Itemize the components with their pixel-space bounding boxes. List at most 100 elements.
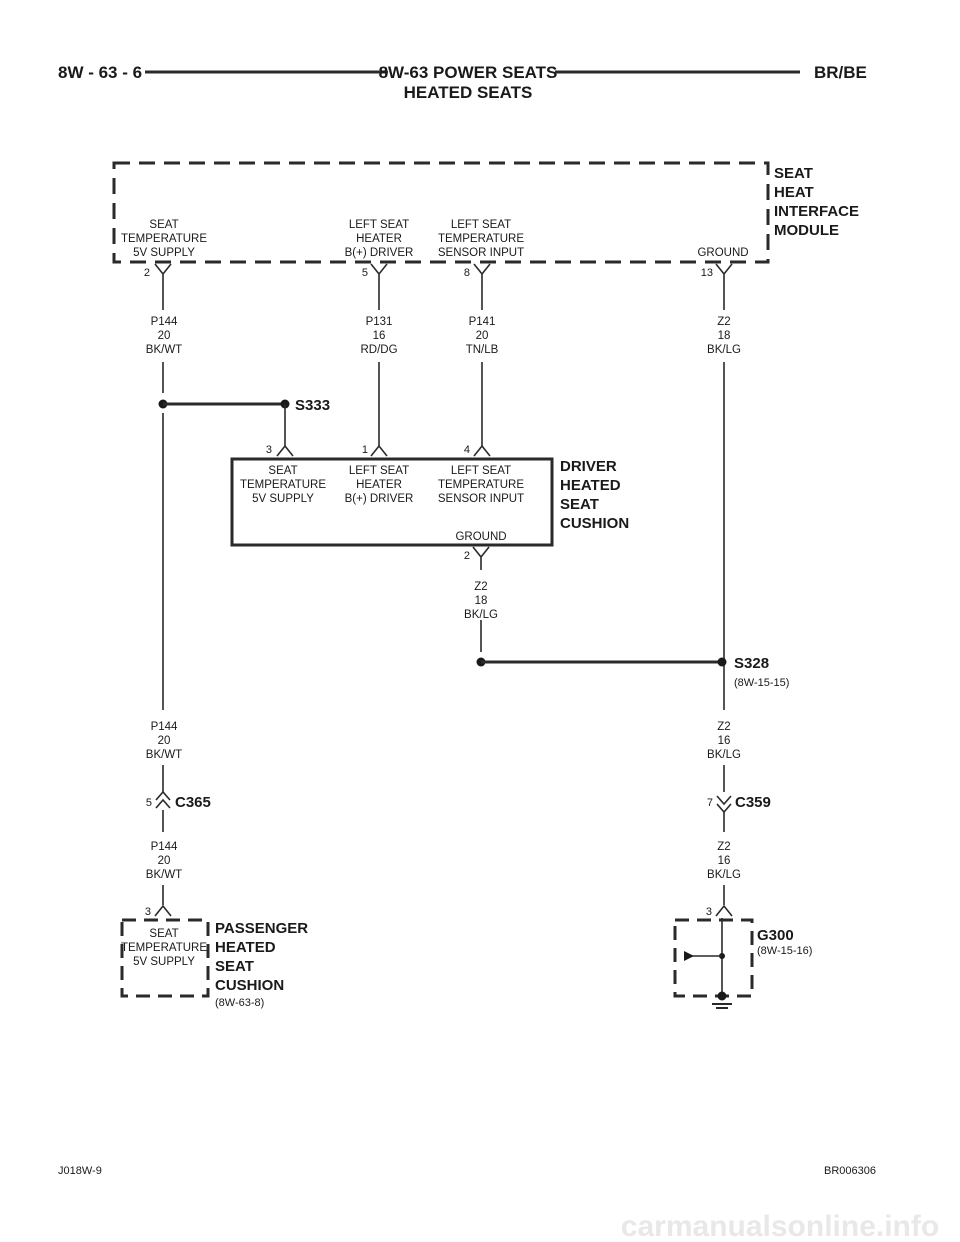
model-code: BR/BE [814,63,867,82]
wire-color: BK/WT [146,869,182,881]
connector-pin-symbol [715,263,733,288]
interface-pin-label: HEATER [356,233,402,245]
splice-s333-label: S333 [295,397,330,414]
wire-color: BK/LG [707,344,741,356]
footer-code-left: J018W-9 [58,1165,102,1177]
ground-point-icon [717,991,727,1001]
wire-label-z2: Z2 [717,841,730,853]
interface-pin-label: SENSOR INPUT [438,247,524,259]
wire-color: BK/WT [146,749,182,761]
ground-g300: 3 G300 (8W-15-16) [673,904,812,1009]
interface-module-name-3: INTERFACE [774,203,859,220]
pin-number: 8 [464,267,470,279]
pin-number: 3 [706,906,712,918]
driver-module-name-3: SEAT [560,496,599,513]
wires [158,288,727,905]
connector-c365-label: C365 [175,794,211,811]
driver-pin-label: TEMPERATURE [240,479,326,491]
passenger-pin-label: 5V SUPPLY [133,956,195,968]
driver-pin-label: SEAT [268,465,297,477]
interface-pin-label: LEFT SEAT [451,219,511,231]
passenger-pin-label: SEAT [149,928,178,940]
connector-pin-symbol [154,904,172,917]
top-wire-labels: P144 20 BK/WT P131 16 RD/DG P141 20 TN/L… [146,316,741,356]
wire-color: RD/DG [360,344,397,356]
wire-label-p144: P144 [151,316,178,328]
passenger-module-name-3: SEAT [215,958,254,975]
wire-label-z2: Z2 [474,581,487,593]
page-title-line1: 8W-63 POWER SEATS [379,63,558,82]
driver-module-name-1: DRIVER [560,458,617,475]
pin-number: 2 [144,267,150,279]
passenger-module-outline [120,918,210,998]
splice-s328-ref: (8W-15-15) [734,677,789,689]
driver-pin-label: TEMPERATURE [438,479,524,491]
connector-c359: 7 C359 [707,794,771,814]
driver-pin-label: 5V SUPPLY [252,493,314,505]
connector-pin-symbol [472,546,490,570]
wire-label-p141: P141 [469,316,496,328]
driver-pin-label: GROUND [455,531,506,543]
driver-pin-label: LEFT SEAT [451,465,511,477]
interface-module-outline [112,161,770,264]
connector-c359-label: C359 [735,794,771,811]
wire-color: BK/LG [707,749,741,761]
pin-number: 1 [362,444,368,456]
wire-label-z2: Z2 [717,721,730,733]
splice-dot [717,657,727,667]
inline-connector-symbol [155,790,171,809]
interface-module-name-4: MODULE [774,222,839,239]
passenger-heated-seat-cushion: 3 SEAT TEMPERATURE 5V SUPPLY PASSENGER H… [120,904,308,1009]
interface-module-name-1: SEAT [774,165,813,182]
wire-gauge: 20 [158,855,171,867]
watermark: carmanualsonline.info [621,1210,939,1242]
low-wire-labels: P144 20 BK/WT Z2 16 BK/LG [146,841,741,881]
wire-gauge: 16 [718,735,731,747]
wire-color: TN/LB [466,344,499,356]
ground-arrow-icon [684,951,694,961]
page-title-line2: HEATED SEATS [404,83,533,102]
page-header: 8W - 63 - 6 8W-63 POWER SEATS HEATED SEA… [58,63,867,102]
driver-module-name-2: HEATED [560,477,621,494]
wire-gauge: 20 [158,735,171,747]
pin-number: 7 [707,797,713,809]
inline-connector-symbol [716,795,732,814]
interface-pin-label: SEAT [149,219,178,231]
wire-color: BK/WT [146,344,182,356]
driver-pin-label: SENSOR INPUT [438,493,524,505]
ground-g300-ref: (8W-15-16) [757,945,812,957]
driver-pin-label: B(+) DRIVER [345,493,414,505]
connector-pin-symbol [276,444,294,457]
wire-label-p131: P131 [366,316,393,328]
connector-c365: 5 C365 [146,790,211,811]
footer-code-right: BR006306 [824,1165,876,1177]
driver-pin-label: LEFT SEAT [349,465,409,477]
mid-wire-labels: P144 20 BK/WT Z2 16 BK/LG [146,721,741,761]
wire-gauge: 18 [718,330,731,342]
passenger-module-name-1: PASSENGER [215,920,308,937]
page-number: 8W - 63 - 6 [58,63,142,82]
interface-module-name-2: HEAT [774,184,814,201]
interface-pin-label: B(+) DRIVER [345,247,414,259]
connector-pin-symbol [370,444,388,457]
pin-number: 5 [146,797,152,809]
splice-s328-label: S328 [734,655,769,672]
wire-label-z2: Z2 [717,316,730,328]
wire-gauge: 16 [718,855,731,867]
passenger-module-ref: (8W-63-8) [215,997,264,1009]
passenger-module-name-2: HEATED [215,939,276,956]
wire-gauge: 20 [476,330,489,342]
driver-pin-label: HEATER [356,479,402,491]
connector-pin-symbol [473,263,491,288]
driver-module-name-4: CUSHION [560,515,629,532]
wire-gauge: 18 [475,595,488,607]
pin-number: 5 [362,267,368,279]
interface-pin-label: TEMPERATURE [438,233,524,245]
connector-pin-symbol [473,444,491,457]
connector-pin-symbol [370,263,388,288]
driver-module-outline [230,457,554,547]
connector-pin-symbol [715,904,733,917]
wire-gauge: 16 [373,330,386,342]
wire-label-p144: P144 [151,841,178,853]
